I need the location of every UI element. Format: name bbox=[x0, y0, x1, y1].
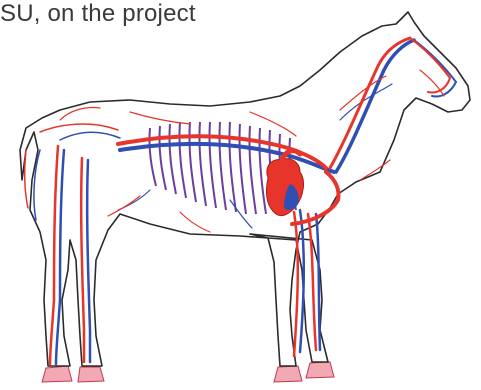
hooves bbox=[42, 362, 334, 382]
